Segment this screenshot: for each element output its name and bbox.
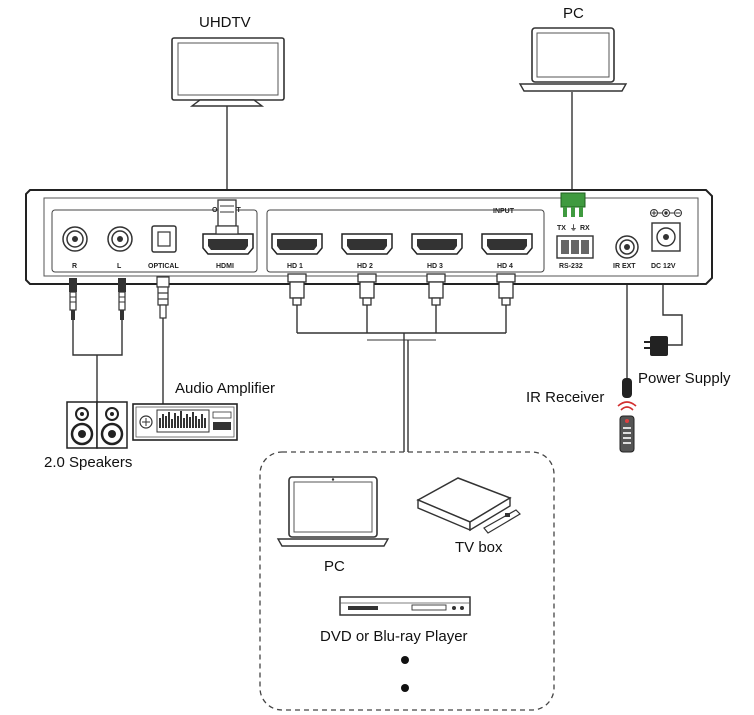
speakers-icon (66, 401, 128, 449)
port-optical-label: OPTICAL (148, 263, 179, 270)
hdmi-in-3-port (411, 233, 463, 255)
hdmi-in-1-port (271, 233, 323, 255)
more-devices-dot (401, 684, 409, 692)
ir-ext-jack (615, 235, 639, 259)
optical-port (151, 225, 177, 253)
more-devices-dot (401, 656, 409, 664)
laptop-source-icon (276, 476, 390, 547)
rs232-terminal-green-plug (560, 192, 586, 217)
hd2-label: HD 2 (357, 263, 373, 270)
ir-receiver-label: IR Receiver (526, 389, 604, 406)
dc-label: DC 12V (651, 263, 676, 270)
hdmi-out-plug (215, 199, 239, 235)
hd3-label: HD 3 (427, 263, 443, 270)
amplifier-label: Audio Amplifier (175, 380, 275, 397)
speakers-label: 2.0 Speakers (44, 454, 132, 471)
rs232-port (556, 235, 594, 259)
ir-ext-label: IR EXT (613, 263, 636, 270)
optical-plug (156, 276, 170, 319)
hdmi-in-2-port (341, 233, 393, 255)
polarity-symbol-icon (650, 209, 682, 217)
sources-group-box (259, 451, 555, 711)
port-r-label: R (72, 263, 77, 270)
rca-r-jack (62, 226, 88, 252)
tv-box-icon (416, 477, 521, 534)
hdmi-in-plugs (287, 273, 516, 306)
port-l-label: L (117, 263, 122, 270)
ir-receiver-icon (622, 378, 632, 398)
pc-source-label: PC (324, 558, 345, 575)
tv-box-label: TV box (455, 539, 503, 556)
rx-label: RX (580, 225, 590, 232)
rca-plugs (69, 278, 126, 320)
hdmi-out-port (202, 233, 254, 255)
uhdtv-label: UHDTV (199, 14, 251, 31)
hdmi-in-4-port (481, 233, 533, 255)
power-adapter-icon (644, 336, 668, 356)
laptop-top-icon (518, 27, 628, 92)
uhdtv-icon (171, 37, 285, 107)
remote-control-icon (617, 401, 637, 453)
power-supply-label: Power Supply (638, 370, 731, 387)
rs232-label: RS-232 (559, 263, 583, 270)
input-header: INPUT (493, 208, 515, 215)
hd4-label: HD 4 (497, 263, 513, 270)
ground-symbol: ⏚ (570, 224, 577, 232)
tx-label: TX (557, 225, 566, 232)
rca-l-jack (107, 226, 133, 252)
dvd-label: DVD or Blu-ray Player (320, 628, 468, 645)
dc-power-jack (651, 222, 681, 252)
hd1-label: HD 1 (287, 263, 303, 270)
audio-amplifier-icon (132, 403, 238, 441)
pc-top-label: PC (563, 5, 584, 22)
connection-lines (72, 92, 683, 452)
dvd-player-icon (339, 596, 471, 616)
port-hdmi-label: HDMI (216, 263, 234, 270)
